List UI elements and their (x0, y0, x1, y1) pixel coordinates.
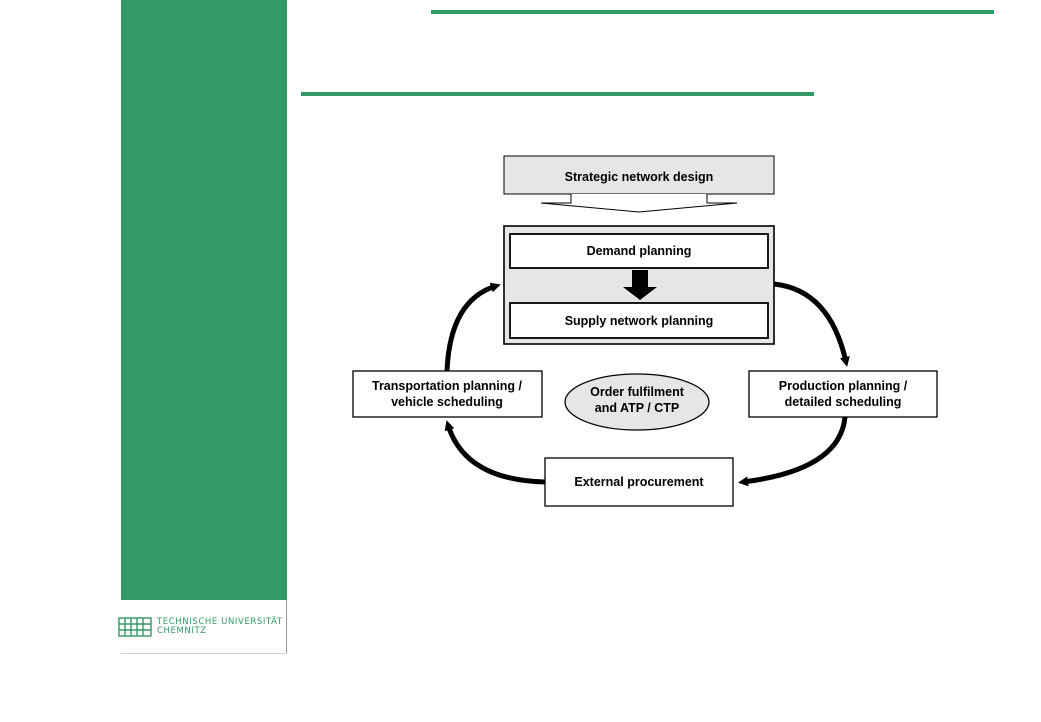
order-fulfilment-label: Order fulfilment (590, 385, 685, 399)
external-procurement-box (544, 457, 734, 507)
sidebar-band (121, 0, 287, 600)
order-fulfilment-ellipse (564, 373, 710, 431)
external-procurement-label: External procurement (574, 475, 704, 489)
transportation-planning-label-2: vehicle scheduling (391, 395, 503, 409)
solid-down-arrow (623, 270, 657, 300)
logo-rule (121, 653, 287, 654)
transportation-planning-label: Transportation planning / (372, 379, 523, 393)
logo-line-1: TECHNISCHE UNIVERSITÄT (157, 617, 283, 627)
cycle-arrow-to-procurement (738, 416, 848, 487)
supply-network-planning-label: Supply network planning (565, 314, 714, 328)
strategic-design-label: Strategic network design (565, 170, 714, 184)
sidebar-divider (286, 600, 287, 654)
cycle-arrow-to-production (773, 281, 850, 367)
university-building-icon (118, 617, 152, 637)
cycle-arrow-to-transportation (444, 420, 546, 485)
production-planning-box (748, 370, 938, 418)
supply-network-planning-box (509, 302, 769, 339)
supply-chain-planning-diagram: Strategic network design Demand planning… (352, 155, 938, 507)
university-logo: TECHNISCHE UNIVERSITÄT CHEMNITZ (118, 616, 283, 638)
logo-line-2: CHEMNITZ (157, 626, 207, 636)
order-fulfilment-label-2: and ATP / CTP (595, 401, 680, 415)
header-rule (431, 10, 994, 14)
hollow-down-arrow (540, 194, 738, 213)
cycle-arrow-to-planning (444, 282, 501, 372)
transportation-planning-box (352, 370, 543, 418)
demand-planning-box (509, 233, 769, 269)
production-planning-label-2: detailed scheduling (785, 395, 902, 409)
strategic-design-box (503, 155, 775, 195)
demand-planning-label: Demand planning (587, 244, 692, 258)
production-planning-label: Production planning / (779, 379, 908, 393)
title-underline (301, 92, 814, 96)
